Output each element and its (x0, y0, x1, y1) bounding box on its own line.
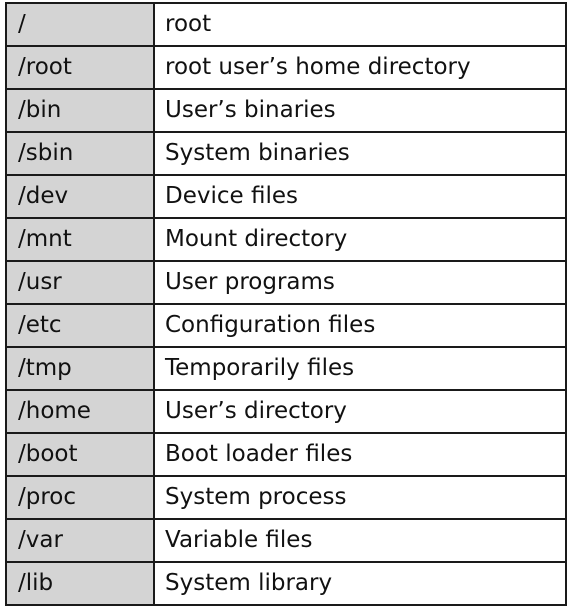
description-cell: User programs (153, 260, 567, 305)
description-cell: System process (153, 475, 567, 520)
description-cell: Device files (153, 174, 567, 219)
description-cell: Boot loader files (153, 432, 567, 477)
table-row: /var Variable files (5, 518, 567, 563)
directory-table: / root /root root user’s home directory … (5, 2, 567, 606)
table-row: /sbin System binaries (5, 131, 567, 176)
description-cell: root (153, 2, 567, 47)
path-cell: / (5, 2, 155, 47)
description-cell: User’s binaries (153, 88, 567, 133)
directory-table-body: / root /root root user’s home directory … (5, 2, 567, 606)
description-cell: Variable files (153, 518, 567, 563)
description-cell: User’s directory (153, 389, 567, 434)
table-row: /dev Device files (5, 174, 567, 219)
table-row: /boot Boot loader files (5, 432, 567, 477)
description-cell: Configuration files (153, 303, 567, 348)
table-row: /home User’s directory (5, 389, 567, 434)
table-row: / root (5, 2, 567, 47)
path-cell: /dev (5, 174, 155, 219)
table-row: /etc Configuration files (5, 303, 567, 348)
description-cell: root user’s home directory (153, 45, 567, 90)
path-cell: /bin (5, 88, 155, 133)
table-row: /tmp Temporarily files (5, 346, 567, 391)
table-row: /lib System library (5, 561, 567, 606)
table-row: /mnt Mount directory (5, 217, 567, 262)
path-cell: /mnt (5, 217, 155, 262)
description-cell: System binaries (153, 131, 567, 176)
table-row: /bin User’s binaries (5, 88, 567, 133)
table-row: /proc System process (5, 475, 567, 520)
path-cell: /etc (5, 303, 155, 348)
table-row: /root root user’s home directory (5, 45, 567, 90)
table-row: /usr User programs (5, 260, 567, 305)
path-cell: /proc (5, 475, 155, 520)
path-cell: /boot (5, 432, 155, 477)
path-cell: /usr (5, 260, 155, 305)
description-cell: Mount directory (153, 217, 567, 262)
description-cell: Temporarily files (153, 346, 567, 391)
description-cell: System library (153, 561, 567, 606)
path-cell: /home (5, 389, 155, 434)
path-cell: /lib (5, 561, 155, 606)
path-cell: /sbin (5, 131, 155, 176)
path-cell: /tmp (5, 346, 155, 391)
path-cell: /var (5, 518, 155, 563)
path-cell: /root (5, 45, 155, 90)
